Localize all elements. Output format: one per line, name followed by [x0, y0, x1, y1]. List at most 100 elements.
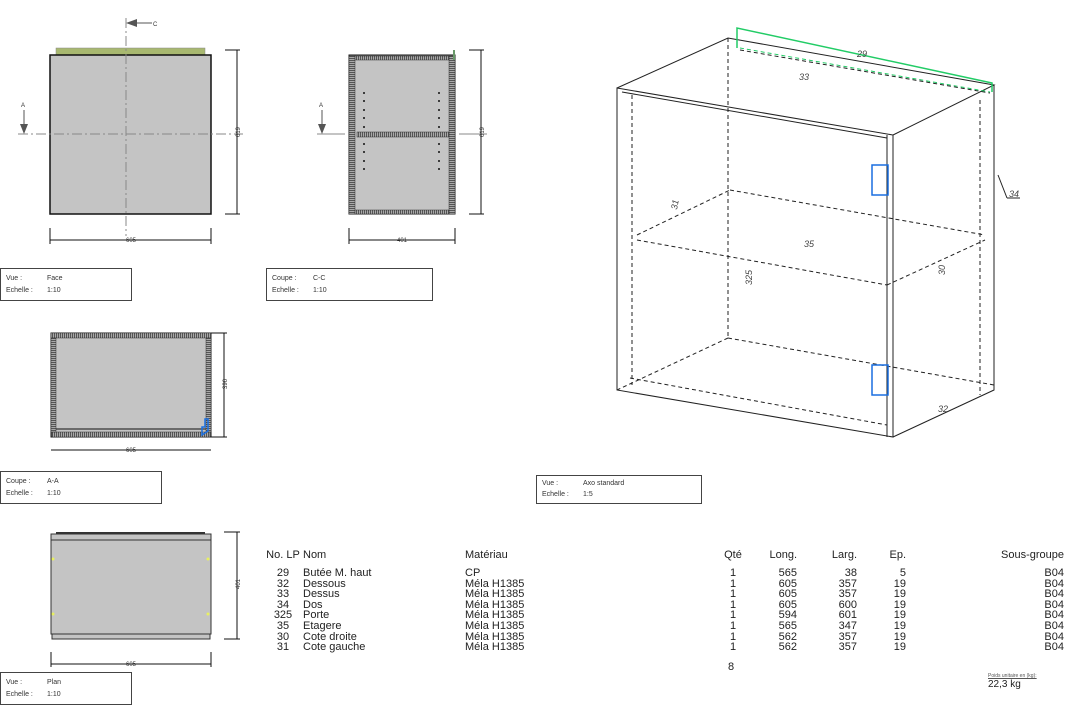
- table-cell: 35: [276, 619, 290, 632]
- table-cell: 357: [838, 577, 857, 590]
- column-header: Ep.: [889, 549, 906, 561]
- part-label: 30: [937, 265, 947, 275]
- view-label-face: Vue :Face Echelle :1:10: [0, 268, 132, 301]
- table-cell: B04: [1044, 577, 1064, 590]
- dim-width: 605: [126, 662, 137, 668]
- label-value: A-A: [47, 478, 59, 485]
- table-cell: 19: [893, 588, 906, 601]
- part-label: 31: [669, 199, 681, 211]
- table-cell: 357: [838, 630, 857, 643]
- table-cell: 1: [729, 641, 737, 654]
- dim-depth: 401: [236, 578, 242, 589]
- label-key: Coupe :: [6, 478, 31, 485]
- table-cell: 19: [893, 609, 906, 622]
- total-qty: 8: [728, 661, 735, 673]
- weight-block: Poids unitaire en (kg): 22,3 kg: [988, 673, 1037, 690]
- table-cell: Méla H1385: [465, 588, 525, 601]
- table-cell: B04: [1044, 630, 1064, 643]
- part-label: 325: [744, 269, 754, 285]
- section-c-label: C: [153, 22, 158, 28]
- face-view: C A 619 605: [18, 18, 243, 244]
- table-cell: 605: [778, 598, 797, 611]
- axo-part-labels: 29 33 31 35 325 30 34 32: [669, 49, 1019, 414]
- table-cell: B04: [1044, 567, 1064, 579]
- table-cell: Méla H1385: [465, 598, 525, 611]
- label-value: 1:10: [47, 490, 61, 497]
- table-cell: 19: [893, 641, 906, 654]
- label-key: Echelle :: [272, 287, 299, 294]
- table-cell: 1: [729, 588, 737, 601]
- part-label: 32: [938, 404, 948, 414]
- table-cell: 19: [893, 619, 906, 632]
- table-cell: Cote gauche: [303, 641, 366, 654]
- weight-value: 22,3 kg: [988, 679, 1021, 690]
- dim-width: 401: [397, 238, 408, 244]
- table-cell: 33: [276, 588, 290, 601]
- label-value: 1:10: [313, 287, 327, 294]
- table-cell: 1: [729, 609, 737, 622]
- table-cell: 562: [778, 630, 797, 643]
- column-header: Matériau: [465, 549, 508, 561]
- label-key: Coupe :: [272, 275, 297, 282]
- label-key: Vue :: [6, 275, 23, 282]
- table-cell: 565: [778, 619, 797, 632]
- label-key: Echelle :: [542, 491, 569, 498]
- label-value: Axo standard: [583, 480, 625, 487]
- table-cell: 29: [276, 567, 290, 579]
- table-cell: Cote droite: [303, 630, 357, 643]
- table-cell: B04: [1044, 598, 1064, 611]
- column-header: Long.: [769, 549, 797, 561]
- part-label: 33: [799, 72, 809, 82]
- dim-height: 619: [236, 126, 242, 137]
- table-cell: 1: [729, 630, 737, 643]
- plan-view: 401 605: [50, 531, 242, 668]
- dim-height: 619: [480, 126, 486, 137]
- dim-width: 605: [126, 448, 137, 454]
- label-value: C-C: [313, 275, 326, 282]
- table-cell: Méla H1385: [465, 609, 525, 622]
- table-cell: 38: [844, 567, 857, 579]
- table-cell: 1: [729, 567, 737, 579]
- table-cell: 347: [838, 619, 857, 632]
- table-cell: 5: [899, 567, 906, 579]
- table-cell: Butée M. haut: [303, 567, 372, 579]
- table-cell: 32: [276, 577, 290, 590]
- part-label: 29: [856, 49, 867, 59]
- table-cell: 1: [729, 619, 737, 632]
- table-cell: B04: [1044, 588, 1064, 601]
- table-cell: Dos: [303, 598, 323, 611]
- table-cell: 357: [838, 641, 857, 654]
- label-key: Echelle :: [6, 691, 33, 698]
- part-label: 35: [804, 239, 815, 249]
- table-cell: 601: [838, 609, 857, 622]
- column-header: Qté: [724, 549, 742, 561]
- view-label-cc: Coupe : C-C Echelle : 1:10: [266, 268, 433, 301]
- label-key: Echelle :: [6, 287, 33, 294]
- table-cell: Méla H1385: [465, 577, 525, 590]
- label-key: Echelle :: [6, 490, 33, 497]
- section-a-label: A: [319, 103, 323, 109]
- column-header: Nom: [303, 549, 327, 561]
- table-cell: Dessous: [303, 577, 346, 590]
- section-cc-view: A 619 401: [317, 49, 487, 244]
- label-key: Vue :: [542, 480, 559, 487]
- part-label: 34: [1009, 189, 1019, 199]
- table-cell: B04: [1044, 641, 1064, 654]
- label-value: 1:10: [47, 691, 61, 698]
- table-cell: 605: [778, 588, 797, 601]
- table-cell: Porte: [303, 609, 330, 622]
- table-cell: 565: [778, 567, 797, 579]
- table-cell: 31: [276, 641, 290, 654]
- table-cell: B04: [1044, 609, 1064, 622]
- table-cell: 357: [838, 588, 857, 601]
- table-cell: 19: [893, 577, 906, 590]
- section-aa-view: 396 605: [50, 332, 229, 454]
